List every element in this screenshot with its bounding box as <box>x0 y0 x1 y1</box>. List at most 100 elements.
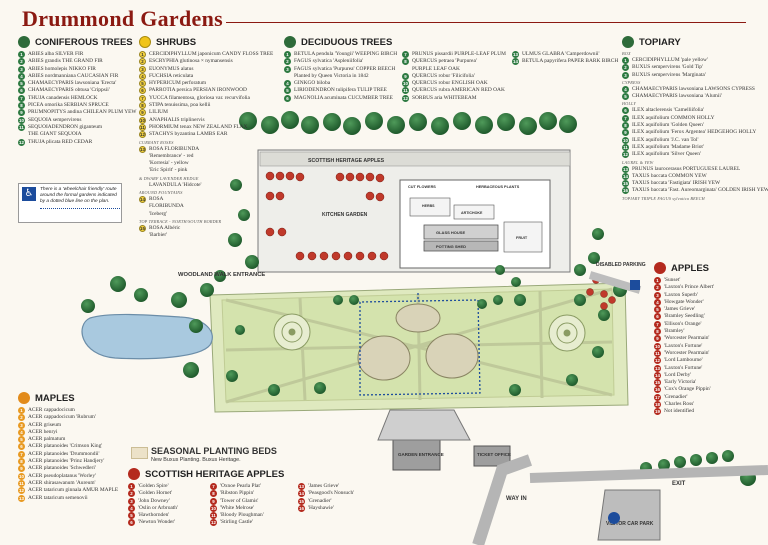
legend-text: QUERCUS rubra AMERICAN RED OAK <box>412 87 505 94</box>
legend-text: SEQUOIA sempervirens <box>28 116 82 123</box>
legend-number: 10 <box>18 472 25 480</box>
label-potting-shed: POTTING SHED <box>436 244 466 249</box>
legend-text: 'Laxton's Fortune' <box>664 342 703 349</box>
label-cut-flowers: CUT FLOWERS <box>408 185 436 189</box>
legend-number: 5 <box>18 80 25 88</box>
shrubs-heading: SHRUBS <box>156 36 197 48</box>
legend-text: ABIES alba SILVER FIR <box>28 51 84 57</box>
herbs-bed <box>409 197 451 217</box>
legend-text: 'James Grieve' <box>664 306 696 313</box>
legend-number: 1 <box>622 57 629 64</box>
legend-text: THUJA canadensis HEMLOCK <box>28 94 98 101</box>
legend-item: 6'Newton Wonder' <box>128 519 202 527</box>
legend-text: 'Howgate Wonder' <box>664 298 704 305</box>
legend-number: 6 <box>284 94 291 102</box>
legend-text: FUCHSIA reticulata <box>149 72 194 79</box>
maples-heading: MAPLES <box>35 392 75 404</box>
legend-number: 3 <box>622 71 629 79</box>
legend-number: 5 <box>139 80 146 88</box>
legend-number: 4 <box>139 72 146 80</box>
wheelchair-note-text: There is a 'wheelchair friendly' route a… <box>40 187 117 204</box>
legend-text: LILIUM <box>149 109 168 116</box>
deciduous-heading: DECIDUOUS TREES <box>301 36 393 48</box>
legend-text: QUERCUS petraea 'Purpurea' <box>412 58 477 65</box>
legend-text: ANAPHALIS triplinervis <box>149 116 205 123</box>
legend-text: CHAMAECYPARIS lawsoniana 'Erecta' <box>28 80 117 87</box>
artichoke-bed <box>453 204 495 220</box>
legend-text: ACER platanoides 'Crimson King' <box>28 443 103 450</box>
legend-item: 2'Golden Hornet' <box>128 490 202 498</box>
legend-text: ABIES homolepis NIKKO FIR <box>28 65 96 72</box>
legend-number: 10 <box>654 342 661 350</box>
legend-number <box>139 182 146 189</box>
legend-text: HYPERICUM perforatum <box>149 80 207 87</box>
beech-heading: TOPIARY TRIPLE FAGUS sylvatica BEECH <box>622 195 705 201</box>
legend-item: 4'Howgate Wonder' <box>654 298 758 306</box>
legend-number: 12 <box>18 487 25 495</box>
legend-item: Planted by Queen Victoria in 1842 <box>284 73 394 80</box>
legend-text: ACER henryi <box>28 428 58 435</box>
legend-text: SORBUS aria WHITEBEAM <box>412 94 477 101</box>
legend-item: 1'Golden Spire' <box>128 483 202 490</box>
legend-number: 10 <box>210 504 217 512</box>
legend-item: 13'Laxton's Fortune' <box>654 364 758 372</box>
legend-number: 4 <box>128 504 135 512</box>
legend-text: ESCRYPHIA glutinosa × nymansensis <box>149 58 233 65</box>
legend-number: 9 <box>18 109 25 117</box>
legend-number: 8 <box>18 458 25 466</box>
legend-text: 'Grenadier' <box>308 497 332 504</box>
legend-text: FAGUS sylvatica 'Purpurea' COPPER BEECH <box>294 65 396 72</box>
legend-number: 13 <box>18 494 25 502</box>
label-herbs: HERBS <box>422 204 435 208</box>
apples-list: 1'Sunset'2'Laxton's Prince Albert'3'Laxt… <box>654 277 758 416</box>
label-ticket-office: TICKET OFFICE <box>477 452 511 457</box>
legend-text: ACER platanoides 'Schwedleri' <box>28 465 96 472</box>
legend-text: YUCCA filamentosa, gloriosa var. recurvi… <box>149 94 250 101</box>
scattered-trees <box>81 179 627 396</box>
legend-text: 'James Grieve' <box>308 483 340 489</box>
apples-heading: APPLES <box>671 262 710 274</box>
legend-item: PURPLE LEAF OAK <box>402 66 504 73</box>
legend-number: 3 <box>18 421 25 429</box>
legend-text: ACER cappadocicum 'Rubrum' <box>28 414 96 421</box>
legend-text: TAXUS baccata 'Fast. Aureomarginata' GOL… <box>632 187 768 194</box>
legend-number: 11 <box>402 87 409 95</box>
legend-item: 3'John Downey' <box>128 497 202 505</box>
holly-heading: HOLLY <box>622 101 636 107</box>
label-herbaceous: HERBACEOUS PLANTS <box>476 185 520 189</box>
legend-number: 5 <box>18 436 25 444</box>
legend-number: 4 <box>18 428 25 436</box>
legend-item: 5'Hawthornden' <box>128 512 202 520</box>
legend-number: 6 <box>139 87 146 95</box>
legend-number: 10 <box>139 116 146 124</box>
lavender-heading: & DWARF LAVENDER HEDGE <box>139 175 199 181</box>
legend-text: ABIES grandis THE GRAND FIR <box>28 58 103 65</box>
legend-number: 1 <box>139 51 146 58</box>
legend-item: 9'Worcester Pearmain' <box>654 335 758 343</box>
label-glass-house: GLASS HOUSE <box>436 230 465 235</box>
legend-text: 'Worcester Pearmain' <box>664 349 710 356</box>
legend-number: 7 <box>18 450 25 458</box>
fruit-bed <box>503 221 543 253</box>
legend-number <box>139 160 146 167</box>
legend-text: FLORIBUNDA <box>149 203 184 210</box>
legend-text: PHORMIUM tenax NEW ZEALAND FLAX <box>149 123 248 130</box>
